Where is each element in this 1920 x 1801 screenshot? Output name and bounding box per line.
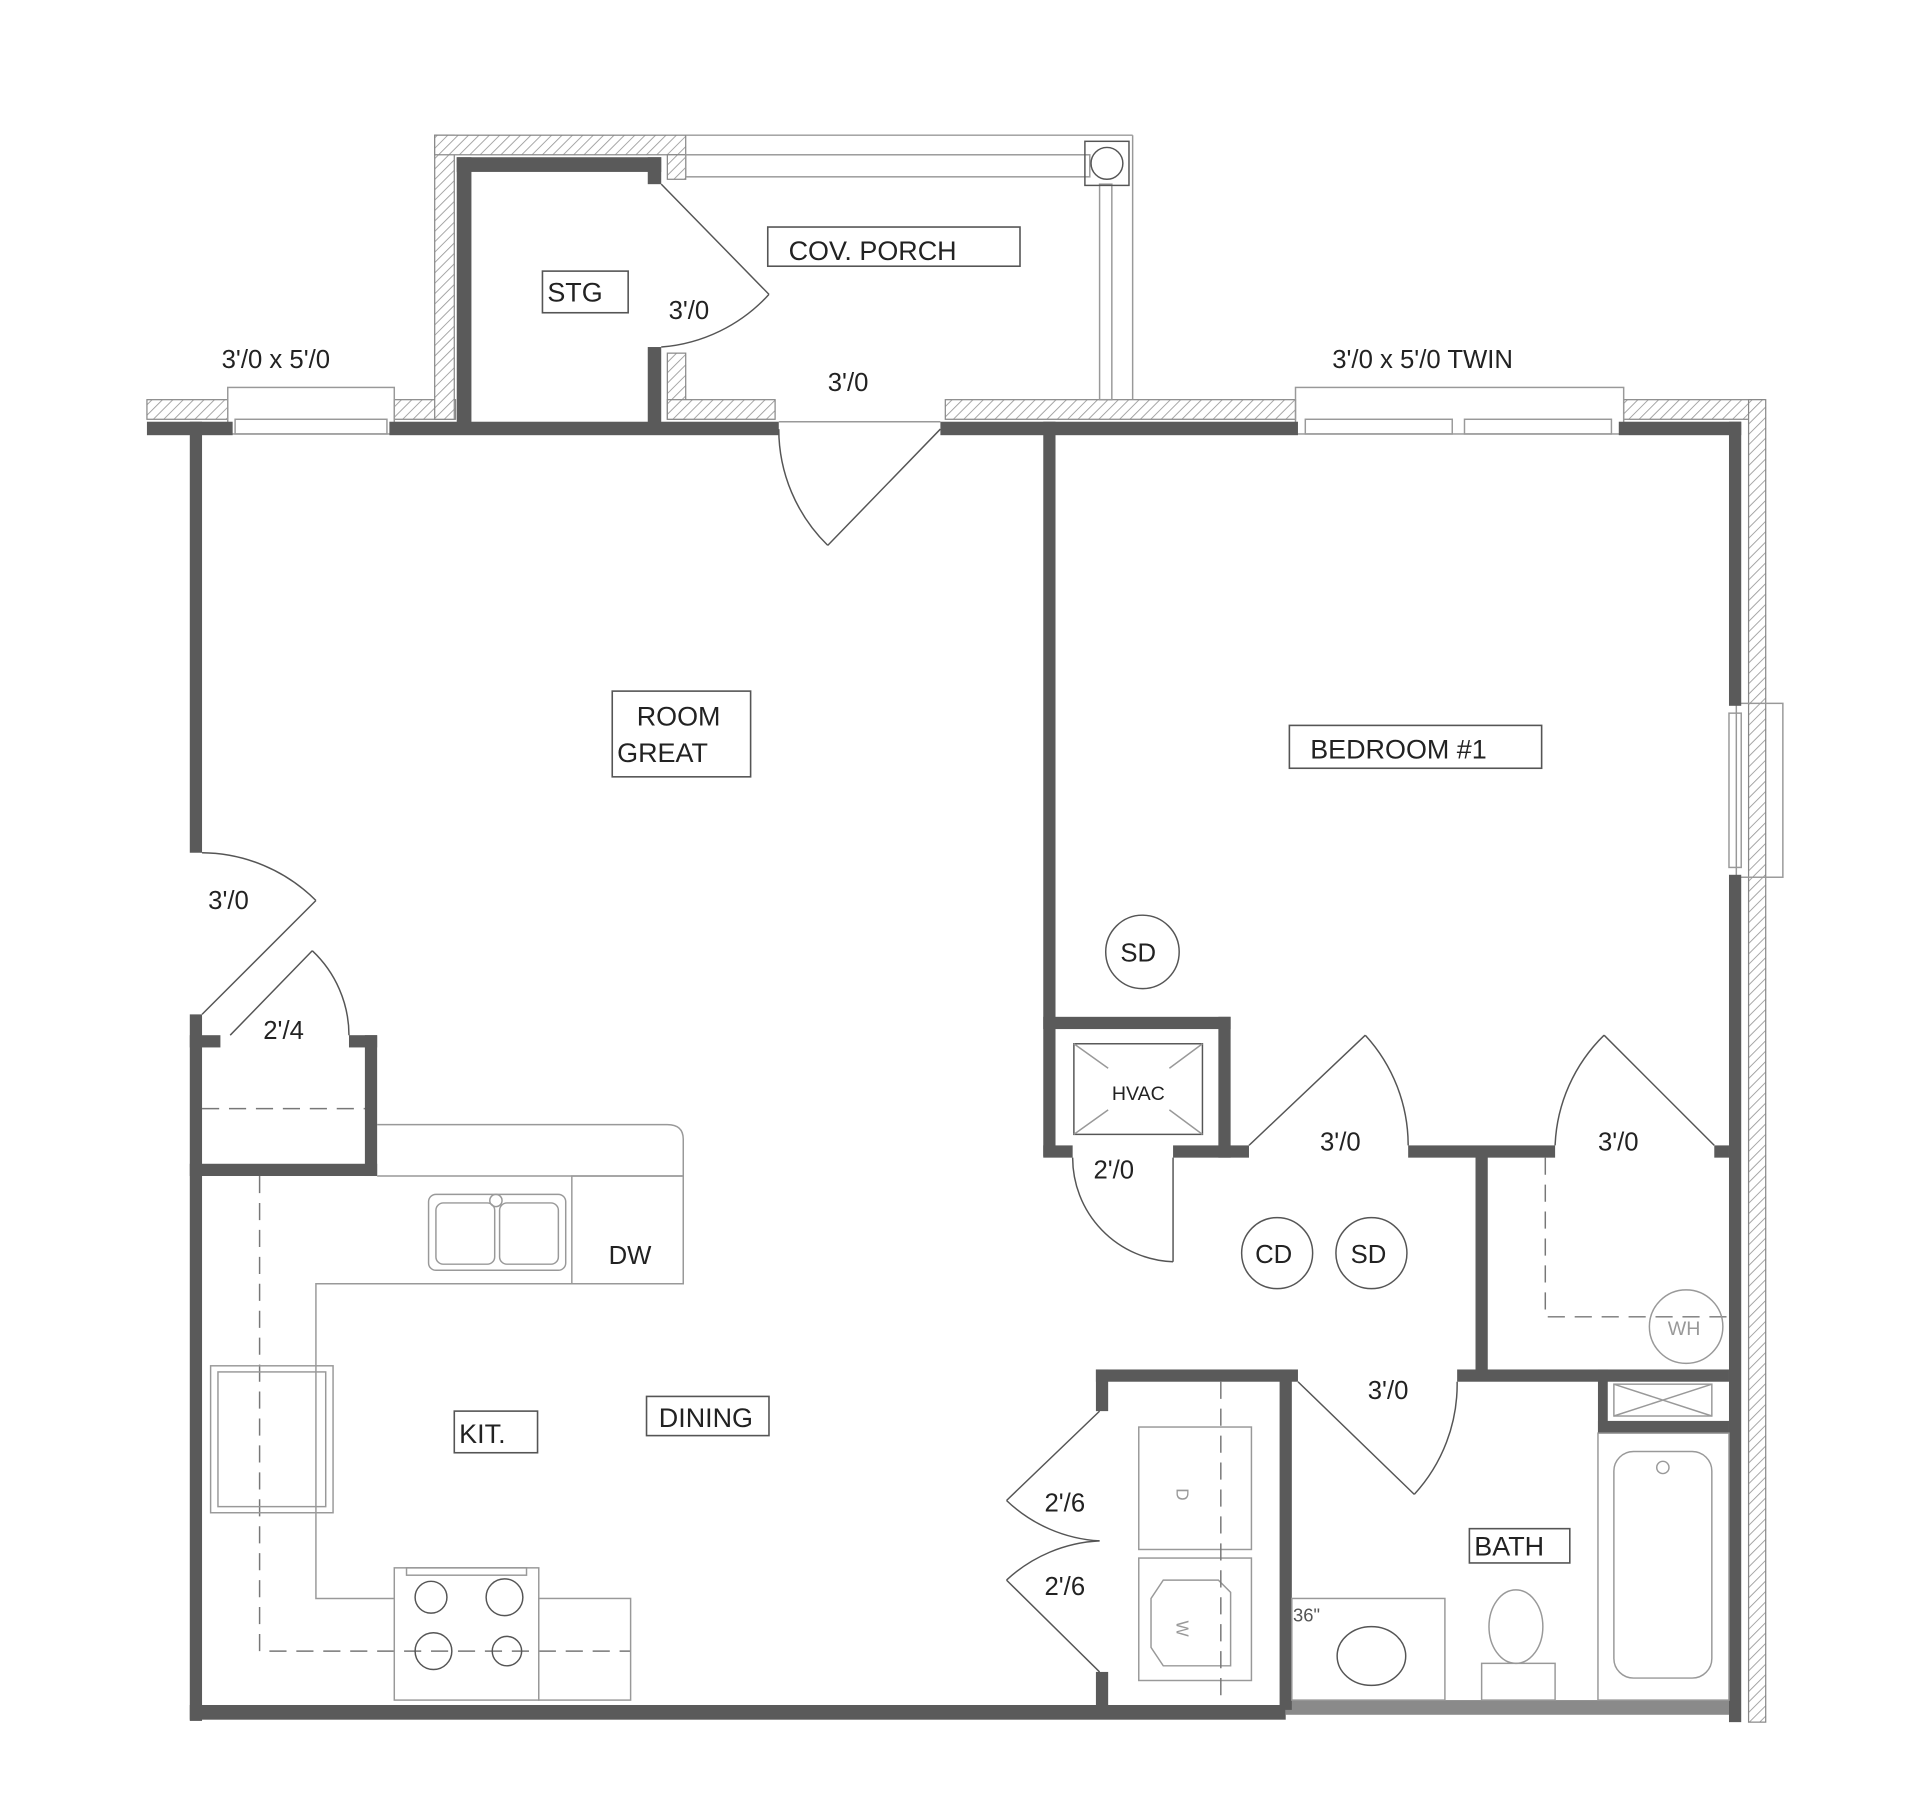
door-label: 2'/4 <box>263 1017 304 1045</box>
smoke-detector-icon <box>1335 1216 1408 1290</box>
water-heater-icon <box>1648 1289 1724 1365</box>
co-detector-icon <box>1240 1216 1314 1290</box>
storage-label: STG <box>547 278 602 308</box>
window-label: 3'/0 x 5'/0 TWIN <box>1332 346 1513 374</box>
kitchen-fixtures <box>209 1123 684 1701</box>
door-label: 2'/6 <box>1044 1490 1085 1518</box>
walls <box>146 157 1742 1723</box>
sink-icon <box>1336 1625 1407 1687</box>
kitchen-label: KIT. <box>459 1419 505 1449</box>
dining-label: DINING <box>659 1403 753 1433</box>
windows <box>227 386 1784 878</box>
vanity-width-label: 36" <box>1293 1605 1320 1626</box>
door-label: 3'/0 <box>1320 1128 1361 1156</box>
door-label: 3'/0 <box>1598 1128 1639 1156</box>
water-heater-label: WH <box>1668 1318 1701 1340</box>
sink-icon <box>435 1202 496 1265</box>
range-icon <box>393 1567 540 1701</box>
toilet-icon <box>1488 1589 1544 1665</box>
hvac-label: HVAC <box>1112 1083 1165 1105</box>
door-label: 3'/0 <box>828 369 869 397</box>
co-detector-label: CD <box>1255 1241 1292 1269</box>
dryer-icon <box>1138 1426 1253 1551</box>
smoke-detector-icon <box>1104 914 1180 990</box>
porch-label: COV. PORCH <box>789 236 957 266</box>
hvac-unit-icon <box>1073 1043 1204 1136</box>
porch-railing <box>684 134 1134 401</box>
detectors <box>1104 914 1408 1290</box>
smoke-detector-label: SD <box>1351 1241 1387 1269</box>
door-label: 2'/6 <box>1044 1573 1085 1601</box>
window-label: 3'/0 x 5'/0 <box>222 346 330 374</box>
doors <box>201 183 1715 1673</box>
washer-icon <box>1138 1557 1253 1682</box>
great-room-label: ROOM <box>637 701 721 731</box>
smoke-detector-label: SD <box>1120 940 1156 968</box>
bathtub-icon <box>1613 1450 1713 1679</box>
door-label: 3'/0 <box>208 887 249 915</box>
bedroom-label: BEDROOM #1 <box>1310 734 1487 764</box>
utility-fixtures <box>1073 1043 1730 1705</box>
label-boxes <box>453 226 1571 1564</box>
washer-label: W <box>1173 1621 1193 1638</box>
bath-label: BATH <box>1474 1532 1544 1562</box>
exterior-veneer <box>146 134 1767 1723</box>
door-label: 3'/0 <box>1368 1377 1409 1405</box>
door-label: 2'/0 <box>1093 1156 1134 1184</box>
great-room-label: GREAT <box>617 738 708 768</box>
dryer-label: D <box>1173 1488 1193 1500</box>
dishwasher-label: DW <box>609 1242 653 1270</box>
door-label: 3'/0 <box>669 297 710 325</box>
porch-post-icon <box>1090 146 1124 181</box>
